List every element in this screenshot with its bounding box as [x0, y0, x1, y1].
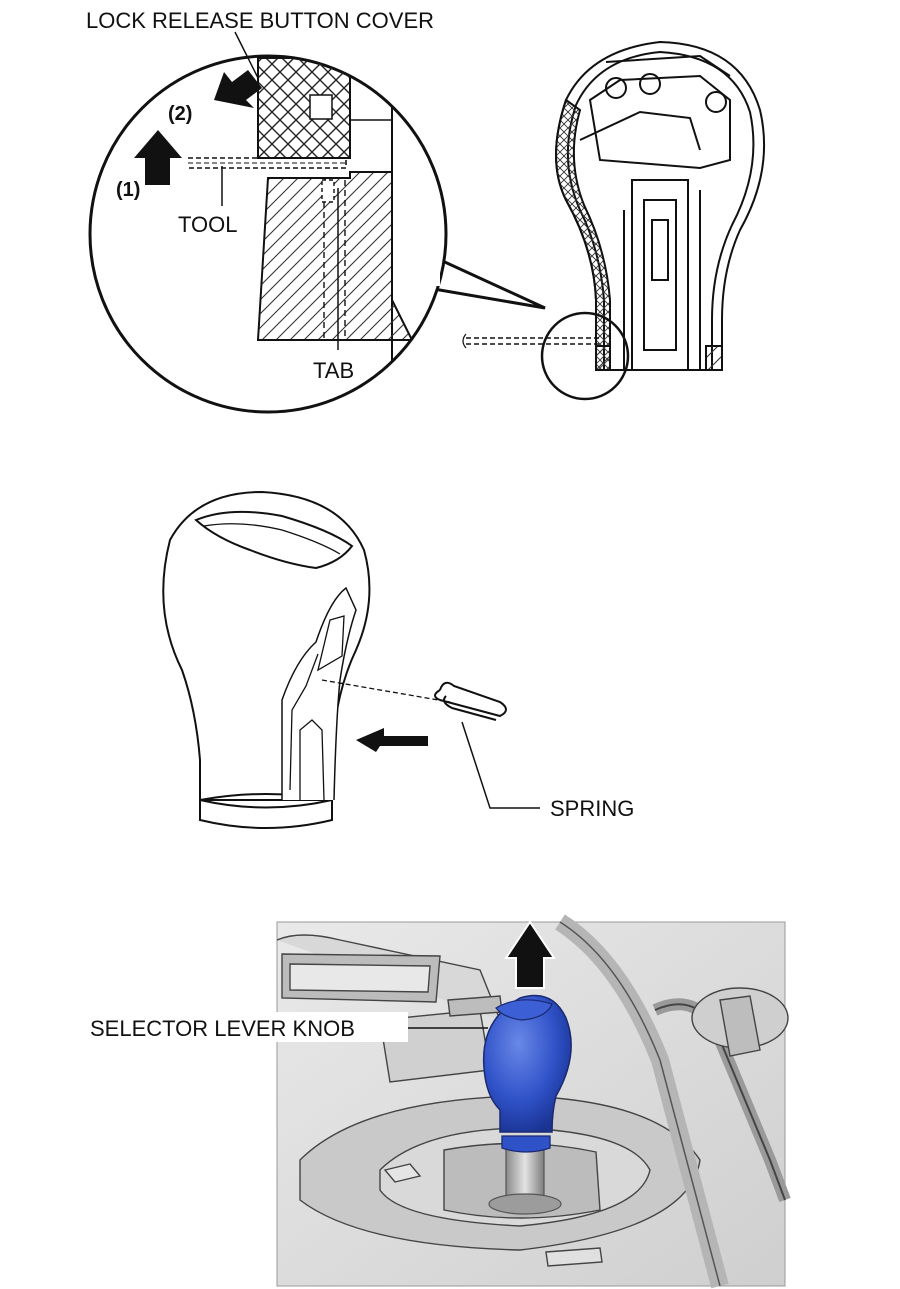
spring-removal-diagram: SPRING	[162, 490, 634, 829]
spring-shape	[434, 681, 507, 721]
spring-label: SPRING	[550, 796, 634, 821]
spring-removal-figure: SPRING	[0, 470, 900, 870]
lock-release-diagram: LOCK RELEASE BUTTON COVER TOOL TAB (1) (…	[86, 8, 765, 414]
step-2-label: (2)	[168, 103, 192, 125]
selector-lever-knob-figure: SELECTOR LEVER KNOB	[0, 900, 900, 1289]
selector-lever-knob-label: SELECTOR LEVER KNOB	[90, 1016, 355, 1041]
arrow-right-icon	[356, 728, 428, 752]
step-1-label: (1)	[116, 179, 140, 201]
arrow-diagonal-icon	[214, 70, 262, 108]
magnified-detail-circle	[88, 31, 546, 414]
arrow-up-icon	[134, 130, 182, 185]
selector-lever-knob-diagram: SELECTOR LEVER KNOB	[86, 914, 791, 1289]
detail-marker-circle	[540, 311, 630, 401]
arrow-up-icon	[504, 920, 556, 989]
knob-outline	[162, 490, 371, 829]
selector-lever-knob	[482, 994, 572, 1153]
tab-label: TAB	[313, 358, 354, 383]
lock-release-button-cover-label: LOCK RELEASE BUTTON COVER	[86, 8, 434, 33]
lock-release-detail-figure: LOCK RELEASE BUTTON COVER TOOL TAB (1) (…	[0, 0, 900, 420]
tool-label: TOOL	[178, 212, 238, 237]
knob-cross-section	[555, 40, 765, 371]
